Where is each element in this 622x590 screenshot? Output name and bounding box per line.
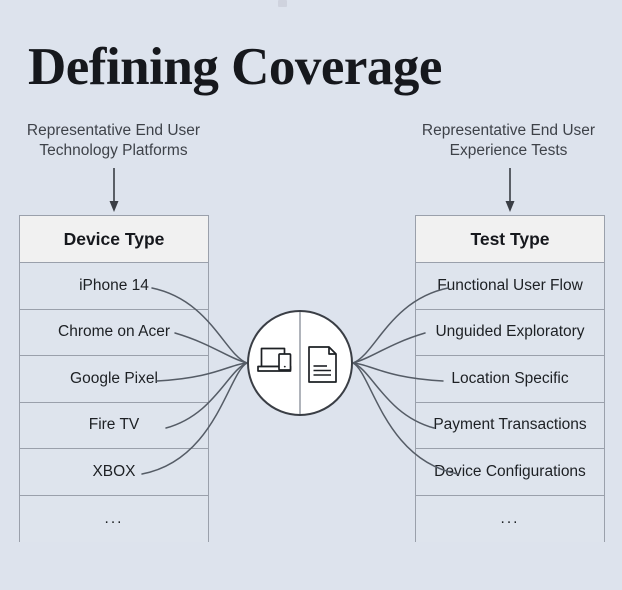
table-row[interactable]: ...: [20, 495, 208, 542]
center-hub: [247, 310, 353, 416]
table-row[interactable]: iPhone 14: [20, 263, 208, 310]
table-row[interactable]: XBOX: [20, 449, 208, 496]
top-artifact: [278, 0, 287, 7]
laptop-and-phone-icon: [257, 347, 292, 372]
left-column-caption: Representative End User Technology Platf…: [9, 121, 218, 161]
table-row[interactable]: Google Pixel: [20, 356, 208, 403]
left-caption-line-2: Technology Platforms: [39, 142, 188, 159]
device-type-table: Device Type iPhone 14 Chrome on Acer Goo…: [19, 215, 209, 542]
table-row[interactable]: Payment Transactions: [416, 402, 604, 449]
right-caption-line-1: Representative End User: [421, 122, 596, 139]
page-title: Defining Coverage: [28, 38, 442, 96]
table-row[interactable]: Chrome on Acer: [20, 309, 208, 356]
right-column-caption: Representative End User Experience Tests: [404, 121, 613, 161]
down-arrow-icon-right: [505, 168, 515, 212]
test-type-table: Test Type Functional User Flow Unguided …: [415, 215, 605, 542]
table-row[interactable]: ...: [416, 495, 604, 542]
right-caption-line-2: Experience Tests: [449, 142, 568, 159]
table-row[interactable]: Functional User Flow: [416, 263, 604, 310]
down-arrow-icon-left: [109, 168, 119, 212]
left-caption-line-1: Representative End User: [26, 122, 201, 139]
table-row[interactable]: Unguided Exploratory: [416, 309, 604, 356]
table-row[interactable]: Device Configurations: [416, 449, 604, 496]
document-icon: [308, 346, 337, 383]
table-row[interactable]: Fire TV: [20, 402, 208, 449]
table-row[interactable]: Location Specific: [416, 356, 604, 403]
test-type-table-header: Test Type: [416, 216, 604, 263]
device-type-table-header: Device Type: [20, 216, 208, 263]
